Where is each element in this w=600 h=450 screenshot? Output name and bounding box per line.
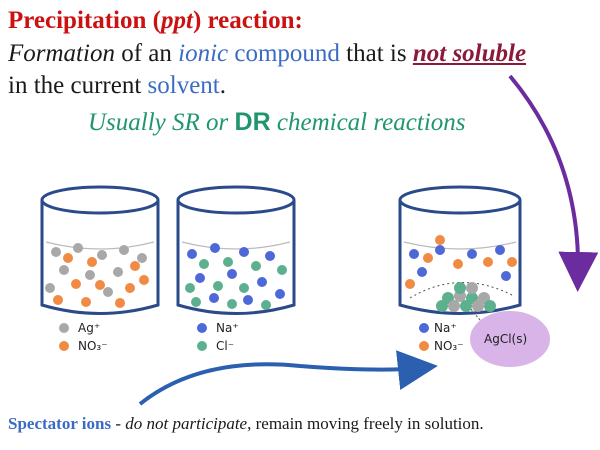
footer-italic: do not participate xyxy=(125,414,248,433)
nitrate-ion-swatch-3 xyxy=(419,341,429,351)
beaker-1-ion-1: Ag⁺ xyxy=(78,321,100,335)
sodium-ion-swatch xyxy=(197,323,207,333)
nitrate-ion-swatch xyxy=(59,341,69,351)
word-ionic: ionic xyxy=(178,40,229,67)
subtitle: Usually SR or DR chemical reactions xyxy=(88,107,466,138)
word-compound: compound xyxy=(228,40,340,67)
beaker-1-particles xyxy=(45,243,149,308)
beaker-2-particles xyxy=(185,243,287,310)
footer-spectator-ions: Spectator ions xyxy=(8,414,112,433)
beaker-3-ion-2: NO₃⁻ xyxy=(434,339,464,353)
title-end: ) reaction: xyxy=(192,7,303,34)
subtitle-start: Usually SR or xyxy=(88,109,235,136)
beaker-2 xyxy=(176,185,296,315)
sodium-ion-swatch-3 xyxy=(419,323,429,333)
beaker-3 xyxy=(398,185,522,315)
purple-arrow xyxy=(508,74,599,292)
beaker-2-ion-1: Na⁺ xyxy=(216,321,239,335)
title: Precipitation (ppt) reaction: xyxy=(8,6,303,36)
beaker-3-ion-1: Na⁺ xyxy=(434,321,457,335)
beaker-1-ion-2: NO₃⁻ xyxy=(78,339,108,353)
chloride-ion-swatch xyxy=(197,341,207,351)
beaker-1 xyxy=(40,185,160,315)
subtitle-end: chemical reactions xyxy=(270,109,466,136)
precipitate-cluster xyxy=(436,282,496,312)
precipitate-label: AgCl(s) xyxy=(484,332,527,346)
word-in-current: in the current xyxy=(8,72,148,99)
footer-dash: - xyxy=(111,414,126,433)
beaker-2-legend: Na⁺ Cl⁻ xyxy=(197,321,239,353)
word-formation: Formation xyxy=(8,40,115,67)
definition-line-1: Formation of an ionic compound that is n… xyxy=(8,39,526,69)
beaker-2-ion-2: Cl⁻ xyxy=(216,339,234,353)
footer-rest: , remain moving freely in solution. xyxy=(247,414,484,433)
word-of-an: of an xyxy=(114,40,179,67)
title-text: Precipitation ( xyxy=(8,7,161,34)
word-period: . xyxy=(219,72,226,99)
title-abbrev: ppt xyxy=(160,7,193,34)
footer-caption: Spectator ions - do not participate, rem… xyxy=(8,414,484,434)
beaker-3-particles xyxy=(405,235,517,289)
word-that-is: that is xyxy=(339,40,413,67)
beaker-3-legend: Na⁺ NO₃⁻ xyxy=(419,321,464,353)
silver-ion-swatch xyxy=(59,323,69,333)
subtitle-dr: DR xyxy=(234,108,271,136)
spectator-arrow xyxy=(138,350,438,406)
definition-line-2: in the current solvent. xyxy=(8,71,226,101)
beaker-1-legend: Ag⁺ NO₃⁻ xyxy=(59,321,108,353)
precipitate-bubble xyxy=(470,311,550,367)
word-not-soluble: not soluble xyxy=(412,40,527,67)
word-solvent: solvent xyxy=(147,72,220,99)
